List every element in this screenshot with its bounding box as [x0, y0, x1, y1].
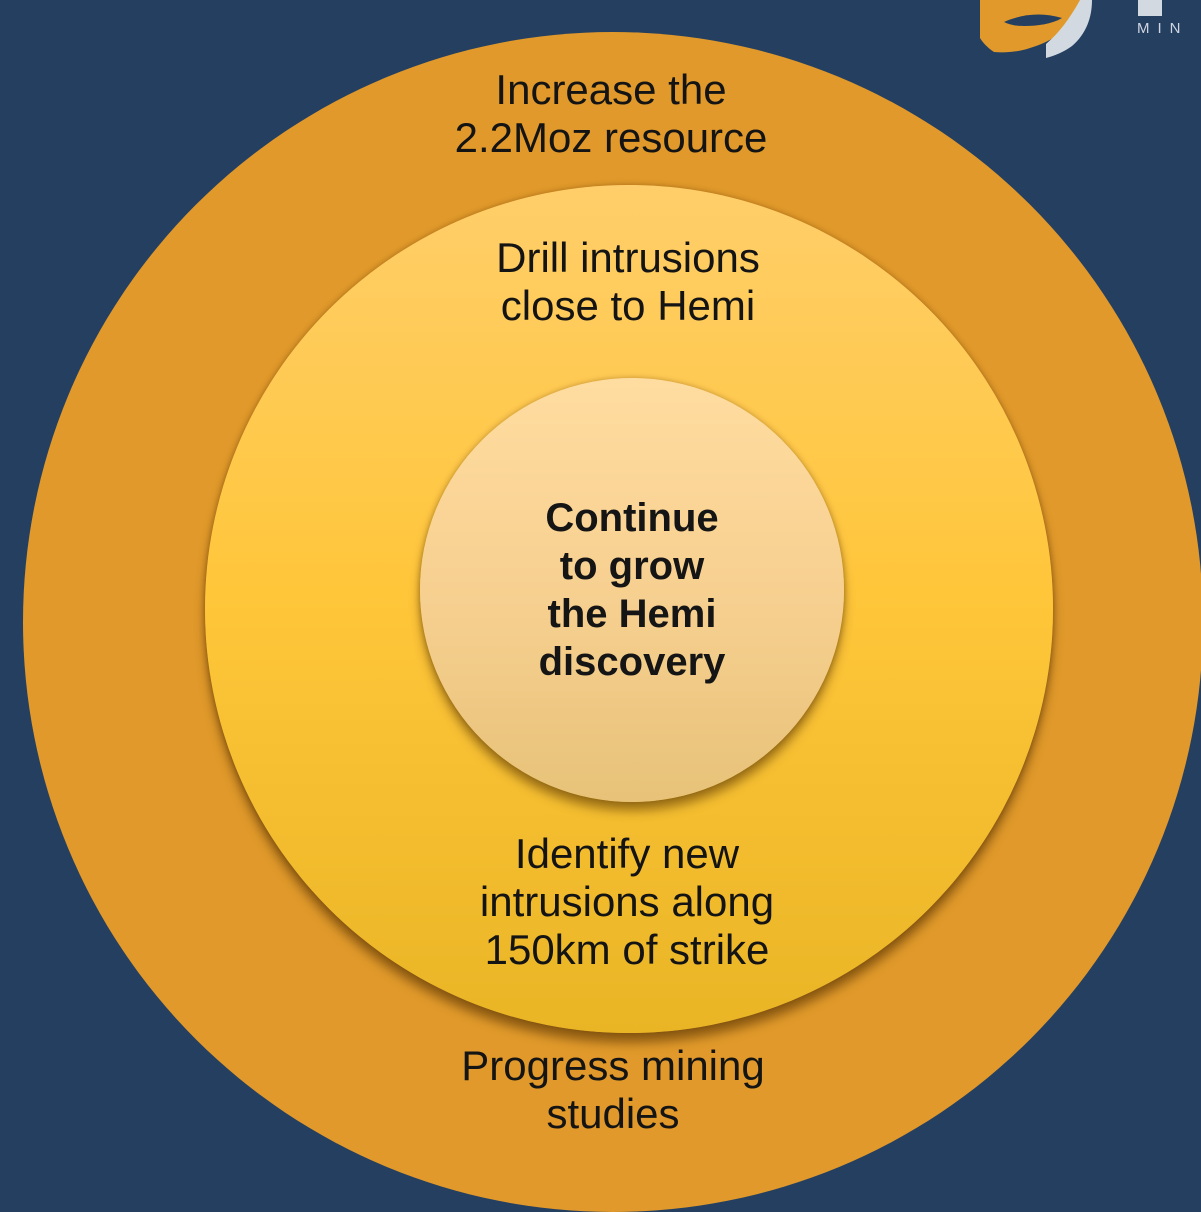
- logo-text: MIN: [1137, 20, 1189, 37]
- middle-ring-top-line: Drill intrusions: [496, 234, 760, 281]
- outer-ring-bottom-line: studies: [546, 1090, 680, 1137]
- outer-ring-top-label: Increase the 2.2Moz resource: [381, 66, 841, 162]
- middle-ring-bottom-label: Identify new intrusions along 150km of s…: [397, 830, 857, 974]
- middle-ring-bottom-line: Identify new: [514, 830, 740, 877]
- inner-circle: [420, 378, 844, 802]
- middle-ring-top-line: close to Hemi: [500, 282, 756, 329]
- inner-circle-line: the Hemi: [547, 592, 717, 636]
- middle-ring-top-label: Drill intrusions close to Hemi: [398, 234, 858, 330]
- outer-ring-top-line: 2.2Moz resource: [454, 114, 768, 161]
- middle-ring-bottom-line: 150km of strike: [484, 926, 770, 973]
- inner-circle-line: to grow: [559, 544, 705, 588]
- outer-ring-top-line: Increase the: [495, 66, 727, 113]
- middle-ring-bottom-line: intrusions along: [479, 878, 775, 925]
- inner-circle-line: discovery: [538, 640, 726, 684]
- inner-circle-label: Continue to grow the Hemi discovery: [482, 494, 782, 686]
- inner-circle-line: Continue: [545, 496, 719, 540]
- outer-ring-bottom-label: Progress mining studies: [383, 1042, 843, 1138]
- outer-ring-bottom-line: Progress mining: [461, 1042, 765, 1089]
- company-logo-icon: [980, 0, 1162, 58]
